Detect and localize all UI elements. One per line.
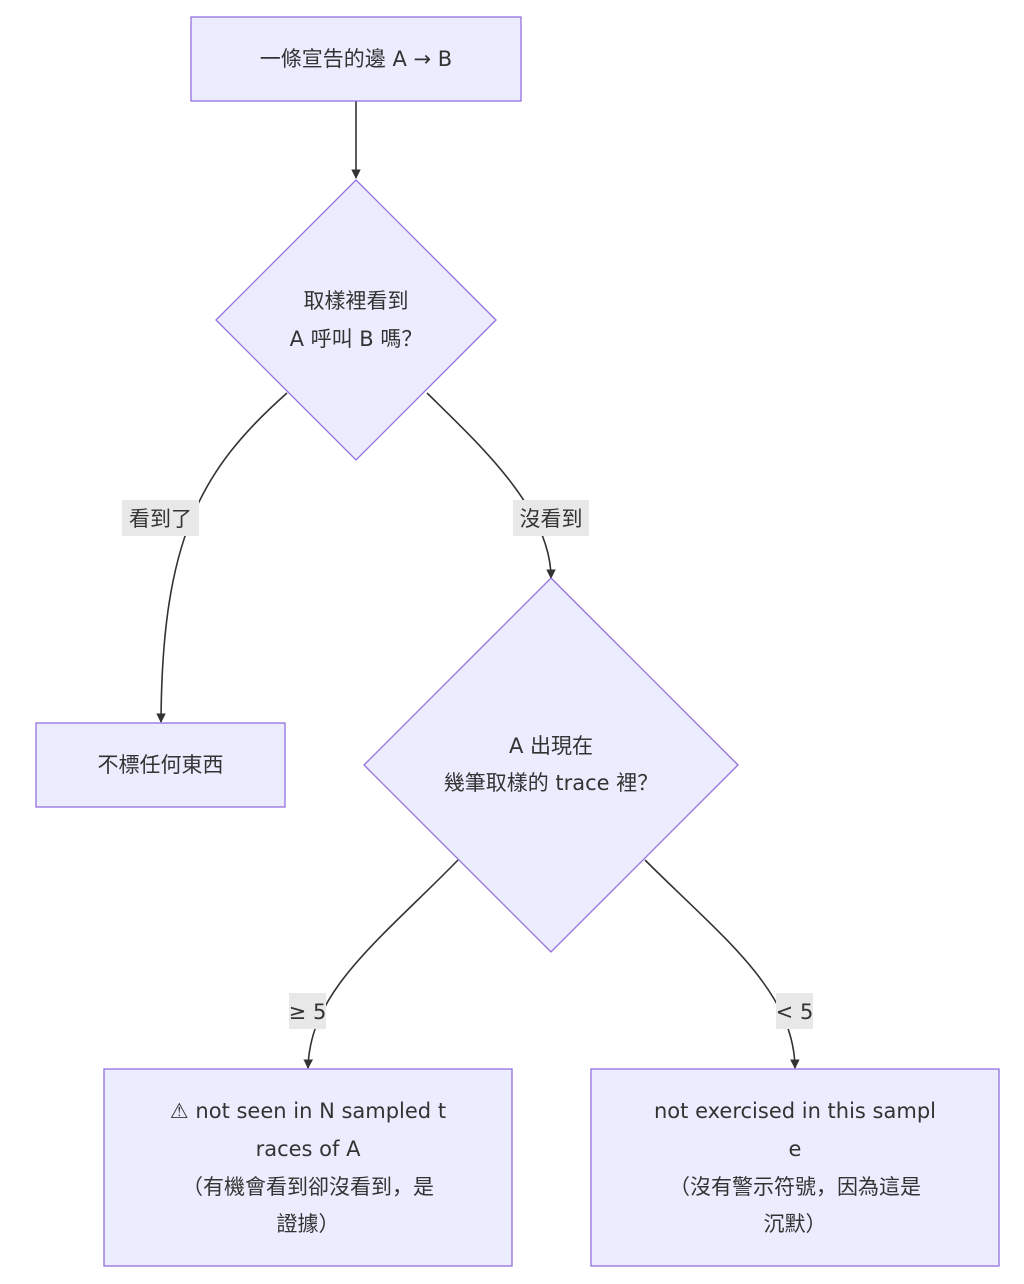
node-q1-line1: 取樣裡看到 [304, 289, 409, 313]
edge-q2-to-warn [303, 859, 459, 1069]
edge-q2-to-silent [644, 859, 800, 1069]
node-silent-line3: （沒有警示符號，因為這是 [669, 1175, 921, 1199]
edge-label-lt5-text: < 5 [776, 1000, 814, 1024]
edge-q1-to-q2 [426, 392, 556, 579]
node-silent-line4: 沉默） [764, 1212, 827, 1236]
node-q2-line2: 幾筆取樣的 trace 裡？ [444, 771, 659, 795]
edge-label-lt5: < 5 [776, 993, 814, 1029]
edge-label-seen-text: 看到了 [129, 507, 192, 531]
edge-label-ge5: ≥ 5 [289, 993, 327, 1029]
edge-q1-to-no-mark [156, 392, 288, 723]
node-start: 一條宣告的邊 A → B [190, 16, 522, 102]
node-silent: not exercised in this sampl e （沒有警示符號，因為… [590, 1068, 1000, 1267]
edge-label-not-seen: 沒看到 [513, 500, 589, 536]
node-q1-line2: A 呼叫 B 嗎？ [290, 327, 423, 351]
edge-label-not-seen-text: 沒看到 [520, 507, 583, 531]
node-warning: ⚠ not seen in N sampled t races of A （有機… [103, 1068, 513, 1267]
node-q2-line1: A 出現在 [509, 734, 593, 758]
node-decision-seen-in-sample: 取樣裡看到 A 呼叫 B 嗎？ [215, 179, 497, 461]
node-warn-line3: （有機會看到卻沒看到，是 [182, 1175, 434, 1199]
node-warn-line1: ⚠ not seen in N sampled t [170, 1099, 446, 1123]
node-no-mark-text: 不標任何東西 [98, 753, 224, 777]
node-silent-line2: e [789, 1137, 802, 1161]
edge-label-seen: 看到了 [122, 500, 199, 536]
node-start-text: 一條宣告的邊 A → B [260, 47, 452, 71]
node-warn-line4: 證據） [277, 1212, 340, 1236]
node-no-mark: 不標任何東西 [35, 722, 286, 808]
node-warn-line2: races of A [256, 1137, 362, 1161]
node-silent-line1: not exercised in this sampl [654, 1099, 936, 1123]
node-decision-trace-count: A 出現在 幾筆取樣的 trace 裡？ [363, 577, 739, 953]
edge-label-ge5-text: ≥ 5 [289, 1000, 327, 1024]
